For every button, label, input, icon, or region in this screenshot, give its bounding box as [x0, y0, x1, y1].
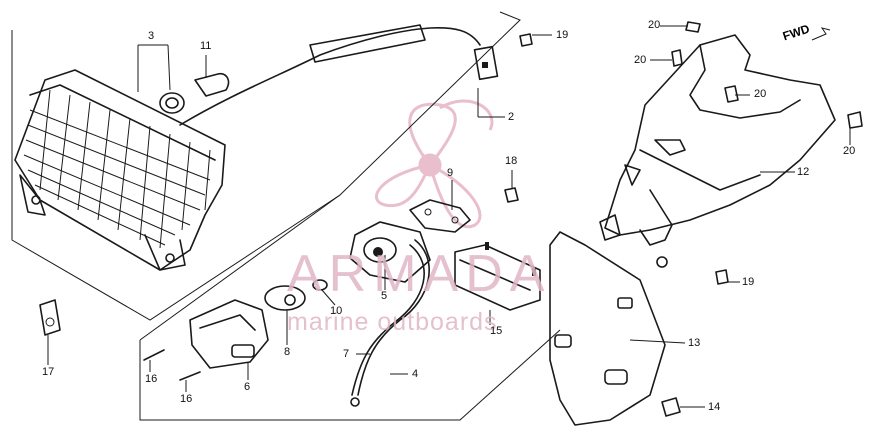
wedge-bulb: [312, 279, 328, 291]
nut-14: [661, 397, 681, 417]
nut-19-lower: [715, 269, 729, 285]
assembly-boundary: [11, 11, 561, 421]
callout-12: 12: [797, 166, 810, 178]
watermark-propeller-logo: [374, 99, 494, 229]
watermark-title: ARMADA: [287, 245, 552, 303]
callout-20-mid: 20: [754, 88, 767, 100]
callout-11: 11: [200, 40, 212, 52]
callout-15: 15: [490, 325, 503, 337]
callout-20-top: 20: [648, 19, 661, 31]
callout-20-right: 20: [843, 145, 856, 157]
callout-4: 4: [412, 368, 419, 380]
license-light-housing: [349, 199, 471, 283]
callout-7: 7: [343, 348, 350, 360]
callout-16-upper: 16: [145, 373, 158, 385]
callout-19-lower: 19: [742, 276, 755, 288]
license-light-lens: [189, 299, 269, 369]
callout-19-upper: 19: [556, 29, 569, 41]
nut-18: [504, 187, 519, 203]
callout-20-left: 20: [634, 54, 647, 66]
callout-17: 17: [42, 366, 55, 378]
callout-8: 8: [284, 346, 291, 358]
bolt-20-mid: [724, 85, 739, 103]
screw-16-upper: [143, 349, 165, 361]
washer-17: [39, 299, 61, 336]
reflector: [264, 285, 306, 311]
license-light-wire: [350, 239, 430, 407]
callout-6: 6: [244, 381, 251, 393]
rear-fender-bracket: [599, 34, 836, 268]
grommet-and-bulb: [137, 44, 230, 114]
bolt-20-left: [671, 49, 683, 67]
callout-10: 10: [330, 305, 343, 317]
nut-19-upper: [519, 33, 533, 47]
callout-14: 14: [708, 401, 721, 413]
callout-5: 5: [381, 290, 388, 302]
bulb-socket-wire: [179, 24, 499, 126]
taillight-lens-assembly: [14, 69, 226, 271]
callout-18: 18: [505, 155, 518, 167]
fasteners: [39, 21, 863, 417]
watermark-subtitle: marine outboards: [287, 308, 498, 336]
callout-2: 2: [508, 111, 515, 123]
rear-mudguard: [549, 231, 666, 426]
callout-3: 3: [148, 30, 155, 42]
license-plate-bracket: [454, 242, 541, 311]
bolt-20-right: [847, 111, 863, 129]
callout-16-lower: 16: [180, 393, 193, 405]
callout-9: 9: [447, 167, 454, 179]
callout-13: 13: [688, 337, 701, 349]
bolt-20-top: [685, 21, 701, 33]
leader-lines: [47, 25, 851, 408]
screw-16-lower: [179, 371, 201, 381]
